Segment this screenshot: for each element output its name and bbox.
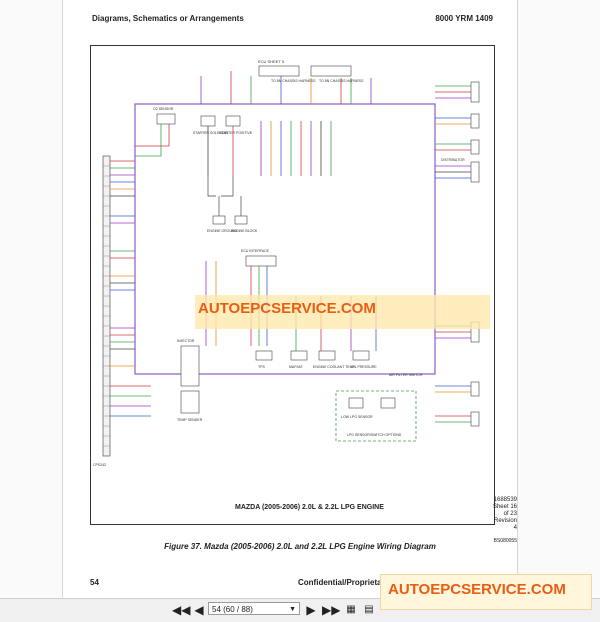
watermark-box-text: AUTOEPCSERVICE.COM xyxy=(388,581,566,598)
watermark-band-text: AUTOEPCSERVICE.COM xyxy=(198,300,376,317)
page-selector[interactable]: 54 (60 / 88) ▼ xyxy=(208,602,300,615)
wiring-diagram: ECU SHEET 5 TO 8N CHASSIS HARNESS TO 8N … xyxy=(93,59,480,467)
previous-page-icon[interactable]: ◀ xyxy=(194,603,204,617)
low-lpg-label: LOW LPG SENSOR xyxy=(341,415,373,419)
map-label: MAP/IAT xyxy=(289,365,304,369)
drawing-number: 1688539 xyxy=(493,497,517,503)
sheet-info: Sheet 16 of 23 xyxy=(492,504,517,517)
engine-block-label: ENGINE BLOCK xyxy=(231,229,258,233)
next-page-icon[interactable]: ▶ xyxy=(306,603,316,617)
fit-width-icon[interactable]: ▤ xyxy=(364,604,374,615)
drawing-info: 1688539 Sheet 16 of 23 Revision 4 BS0800… xyxy=(491,497,517,545)
diagram-title: MAZDA (2005-2006) 2.0L & 2.2L LPG ENGINE xyxy=(235,504,384,511)
starter-positive-label: STARTER POSITIVE xyxy=(219,131,253,135)
document-code: 8000 YRM 1409 xyxy=(435,14,493,23)
fit-page-icon[interactable]: ▦ xyxy=(346,604,356,615)
watermark-band xyxy=(195,295,490,329)
page-selector-value: 54 (60 / 88) xyxy=(212,605,253,614)
lpg-options-label: LPG SENSOR/SWITCH OPTIONS xyxy=(347,433,402,437)
page-number: 54 xyxy=(90,578,99,587)
section-header: Diagrams, Schematics or Arrangements xyxy=(92,14,244,23)
chassis-harness-label-1: TO 8N CHASSIS HARNESS xyxy=(271,79,316,83)
figure-caption: Figure 37. Mazda (2005-2006) 2.0L and 2.… xyxy=(164,542,436,551)
wiring-diagram-frame: ECU SHEET 5 TO 8N CHASSIS HARNESS TO 8N … xyxy=(90,45,495,525)
left-connector-label: CPS242 xyxy=(93,463,106,467)
first-page-icon[interactable]: ◀◀ xyxy=(172,603,191,617)
confidential-footer: Confidential/Proprieta xyxy=(298,578,382,587)
tps-label: TPS xyxy=(258,365,265,369)
air-filter-label: AIR FILTER SWITCH xyxy=(389,373,423,377)
chassis-harness-label-2: TO 8N CHASSIS HARNESS xyxy=(319,79,364,83)
temp-sender-label: TEMP SENDER xyxy=(177,418,203,422)
oil-pressure-label: OIL PRESSURE xyxy=(351,365,377,369)
distributor-label: DISTRIBUTOR xyxy=(441,158,465,162)
coolant-label: ENGINE COOLANT TEMP xyxy=(313,365,356,369)
o2-sensor-label: O2 SENSOR xyxy=(153,107,174,111)
engine-ground-label: ENGINE GROUND xyxy=(207,229,237,233)
revision-info: Revision 4 xyxy=(493,518,517,531)
ecu-sheet-label: ECU SHEET 5 xyxy=(258,59,285,64)
chevron-down-icon: ▼ xyxy=(289,606,296,613)
art-code: BS080055 xyxy=(493,538,517,544)
ecu-interface-label: ECU INTERFACE xyxy=(241,249,270,253)
injector-label: INJECTOR xyxy=(177,339,195,343)
starter-solenoid-label: STARTER SOLENOID xyxy=(193,131,229,135)
last-page-icon[interactable]: ▶▶ xyxy=(322,603,341,617)
watermark-box xyxy=(380,574,592,610)
